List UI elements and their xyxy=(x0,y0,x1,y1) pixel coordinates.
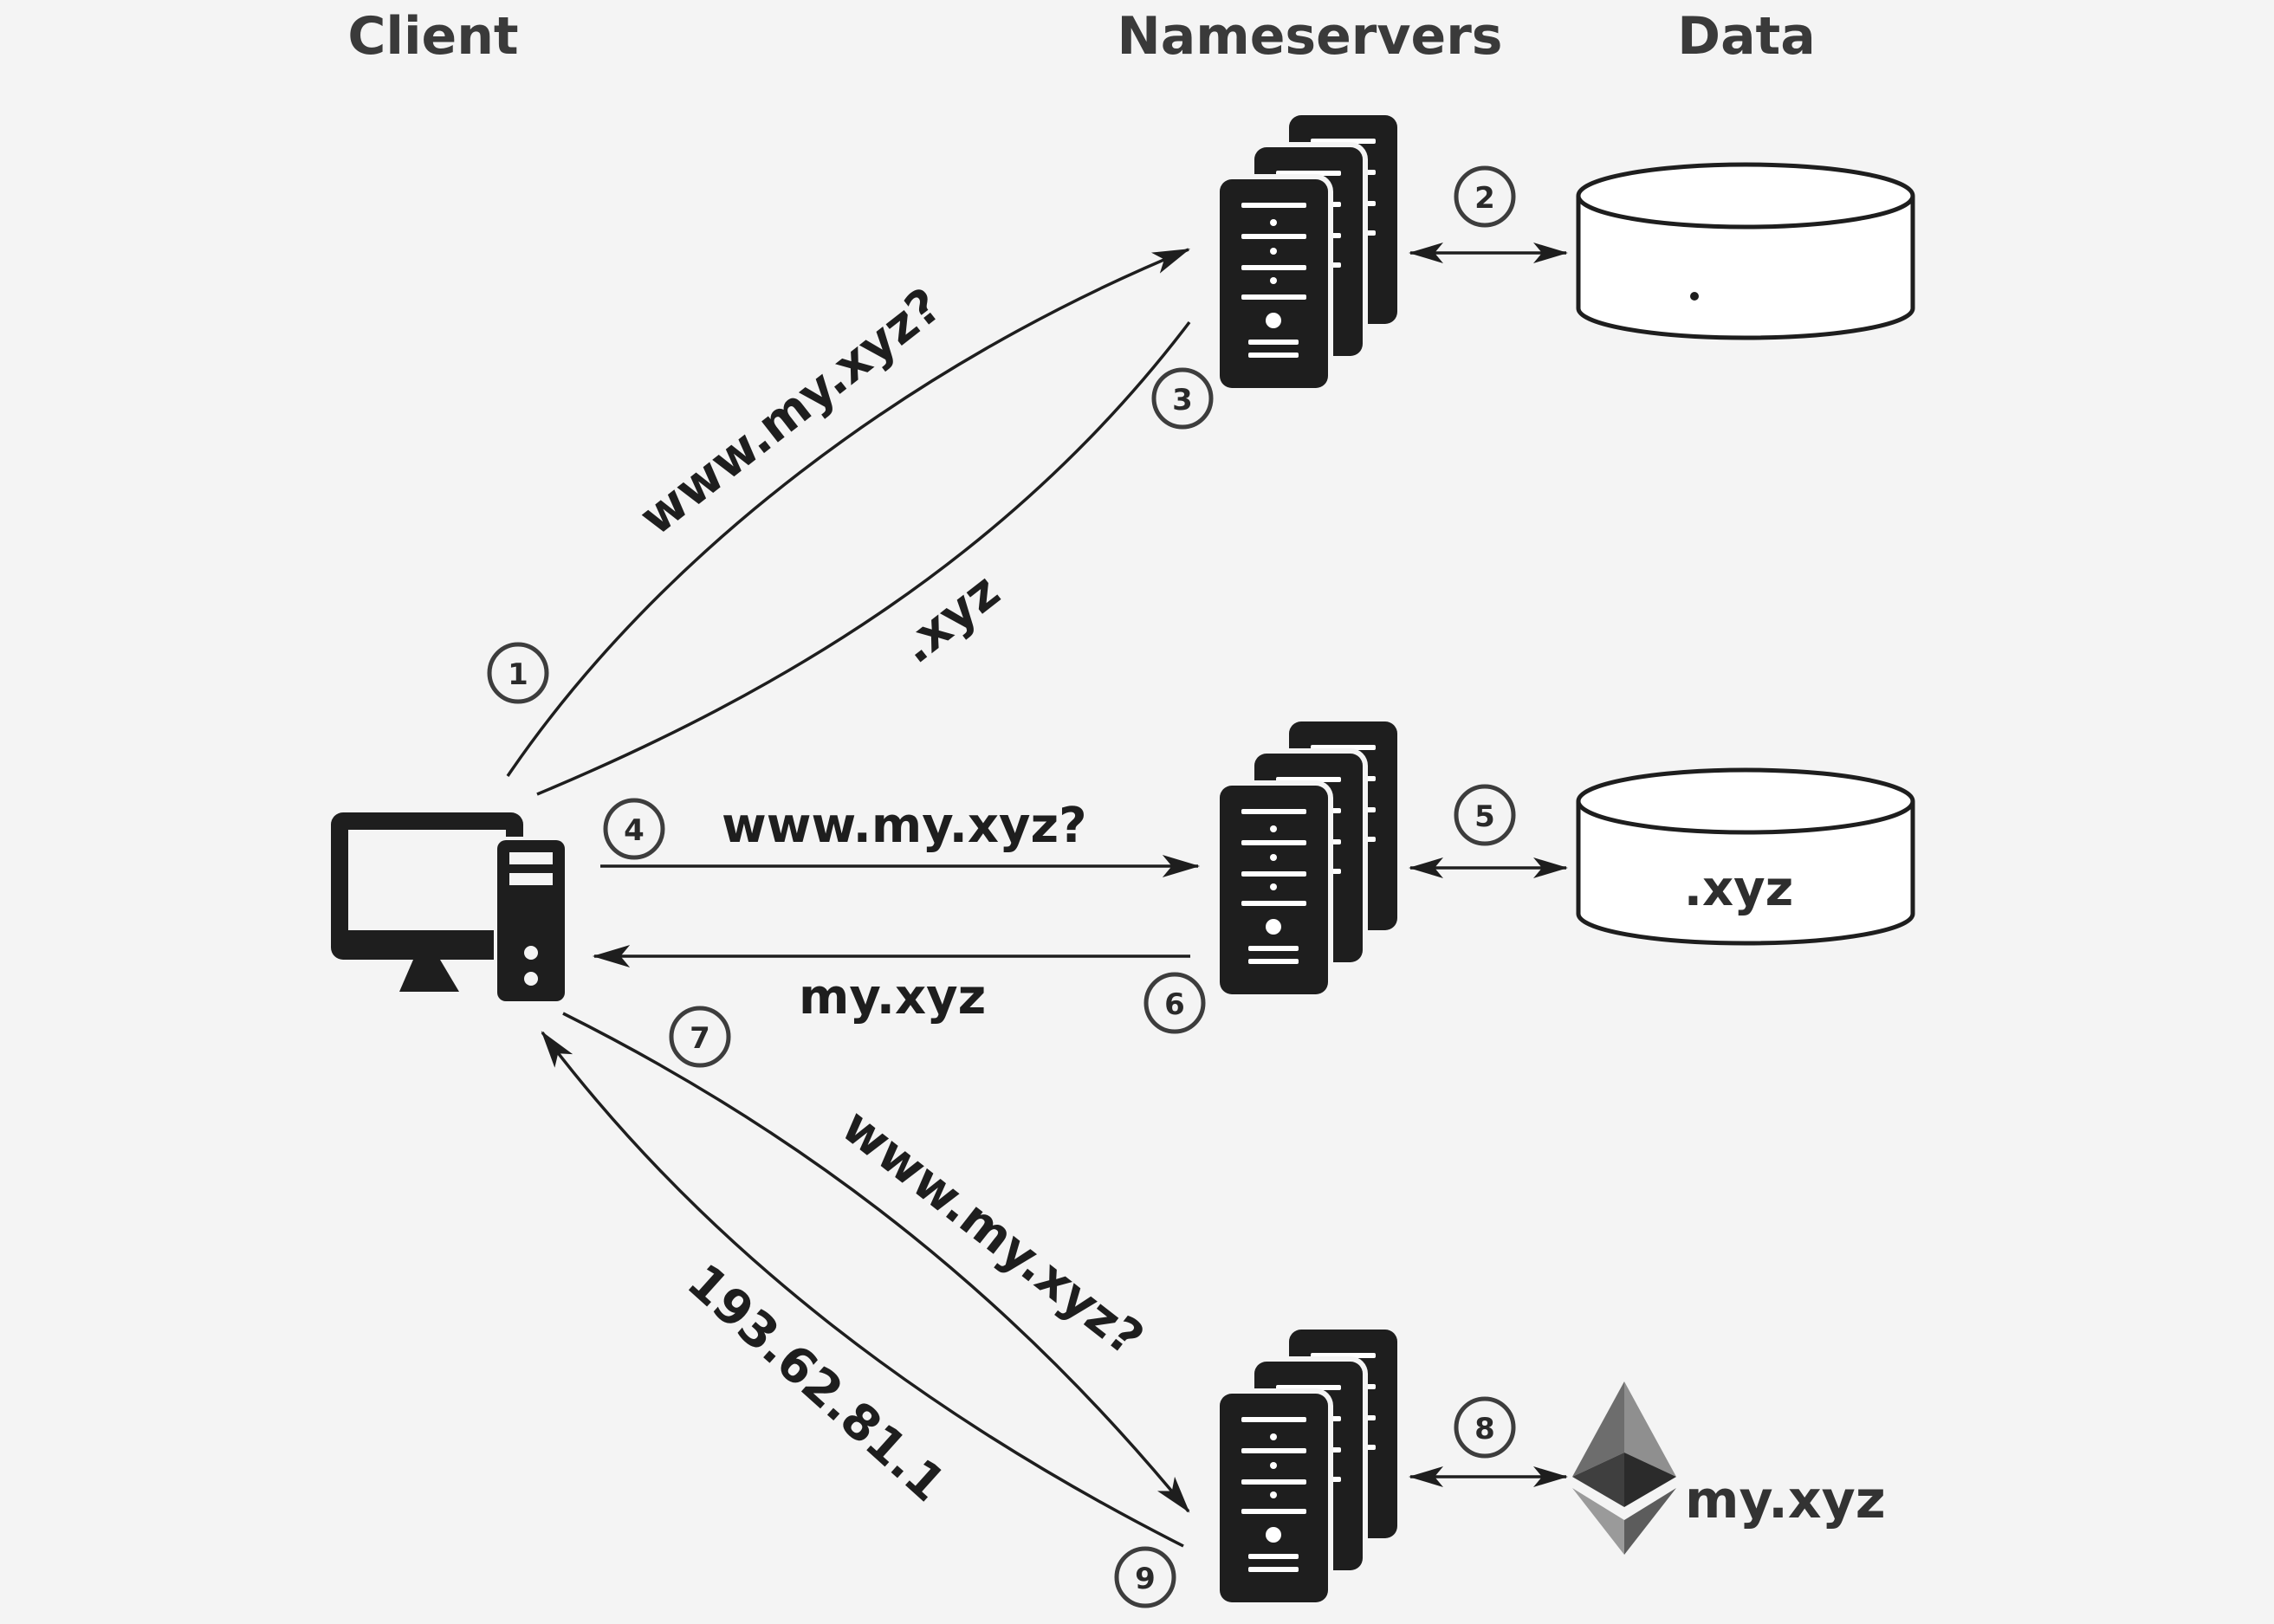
svg-text:9: 9 xyxy=(1135,1562,1156,1596)
svg-text:2: 2 xyxy=(1474,181,1495,216)
svg-text:7: 7 xyxy=(690,1021,710,1056)
reply-tld-label: my.xyz xyxy=(799,969,986,1026)
desktop-computer-icon xyxy=(331,812,568,1005)
ethereum-icon xyxy=(1572,1381,1676,1555)
svg-text:8: 8 xyxy=(1474,1412,1495,1446)
svg-text:6: 6 xyxy=(1164,987,1185,1022)
blockchain-label: my.xyz xyxy=(1685,1470,1886,1530)
svg-text:3: 3 xyxy=(1172,383,1193,417)
query-final-arrow xyxy=(562,1012,1190,1513)
root-store-label xyxy=(1690,292,1699,301)
reply-root-label: .xyz xyxy=(890,563,1011,675)
reply-final-label: 193.62.81.1 xyxy=(677,1253,956,1513)
step-marker-1: 1 xyxy=(487,642,549,704)
tld-nameserver-stack-icon xyxy=(1215,716,1403,1000)
step-marker-6: 6 xyxy=(1143,972,1206,1034)
header-nameservers: Nameservers xyxy=(1117,6,1502,67)
tld-store-label: .xyz xyxy=(1684,861,1794,917)
step-marker-8: 8 xyxy=(1454,1396,1516,1459)
query-root-arrow xyxy=(506,248,1191,777)
root-nameserver-stack-icon xyxy=(1215,110,1403,393)
query-root-label: www.my.xyz? xyxy=(630,277,952,547)
step-marker-5: 5 xyxy=(1454,784,1516,846)
svg-text:1: 1 xyxy=(508,657,528,692)
query-final-label: www.my.xyz? xyxy=(831,1098,1153,1368)
header-data: Data xyxy=(1677,6,1815,67)
step-marker-2: 2 xyxy=(1454,165,1516,228)
step-marker-4: 4 xyxy=(603,798,665,860)
step-marker-9: 9 xyxy=(1114,1546,1176,1608)
svg-text:5: 5 xyxy=(1474,799,1495,834)
reply-root-arrow xyxy=(536,320,1191,796)
svg-text:4: 4 xyxy=(624,813,645,848)
step-marker-7: 7 xyxy=(669,1006,731,1068)
authoritative-nameserver-stack-icon xyxy=(1215,1324,1403,1608)
tld-database-icon: .xyz xyxy=(1576,767,1915,946)
step-marker-3: 3 xyxy=(1151,367,1214,430)
header-client: Client xyxy=(347,6,518,67)
root-database-icon: . xyxy=(1576,162,1915,340)
query-tld-label: www.my.xyz? xyxy=(722,798,1087,854)
reply-final-arrow xyxy=(541,1031,1184,1548)
